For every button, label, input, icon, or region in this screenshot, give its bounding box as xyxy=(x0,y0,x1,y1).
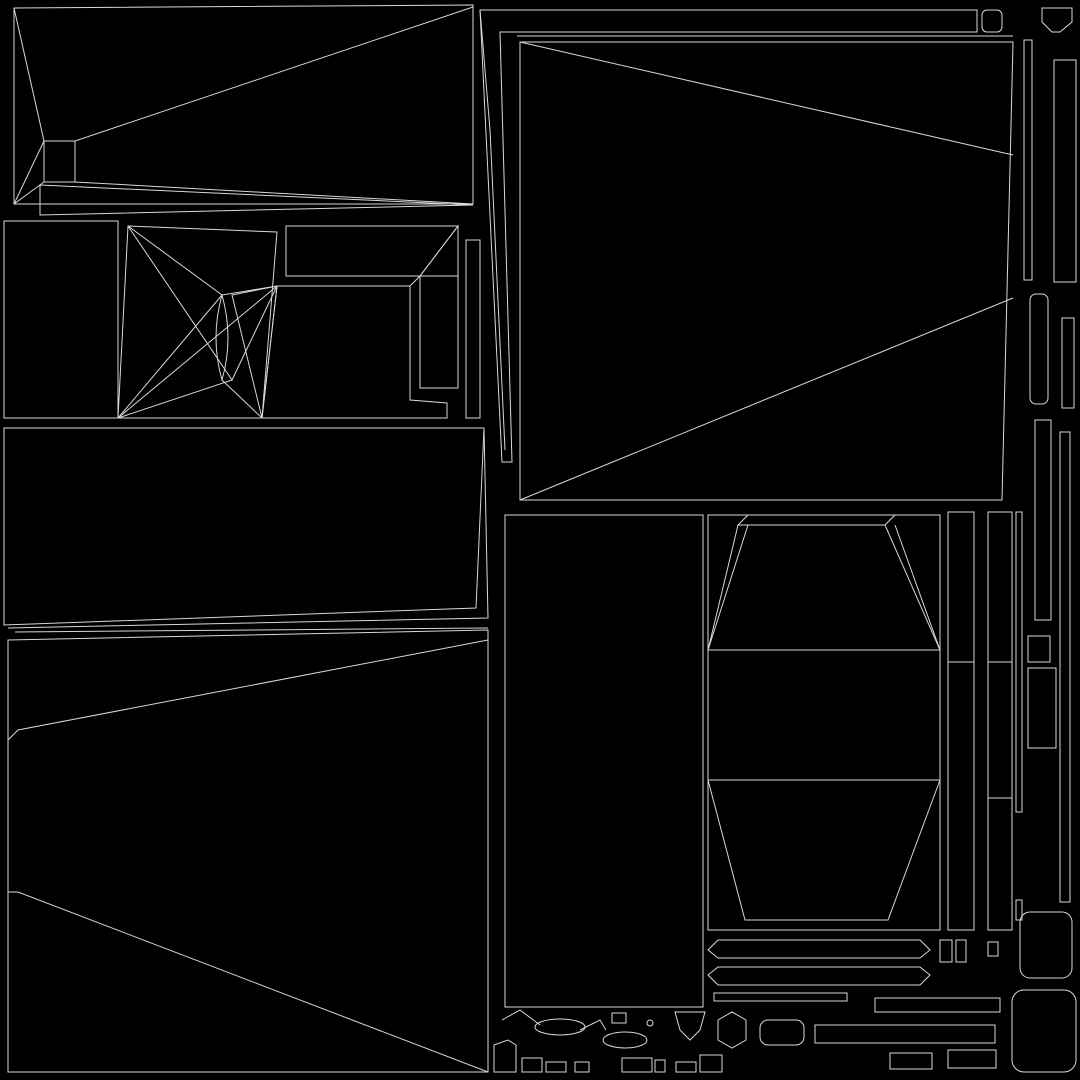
uv-island-small-parts xyxy=(493,911,1077,1073)
uv-island-top-left xyxy=(13,4,474,216)
uv-island-bottom-left xyxy=(7,627,489,1073)
uv-island-top-strip xyxy=(479,7,1073,463)
uv-island-mid-left xyxy=(3,427,489,629)
uv-island-star xyxy=(3,220,481,419)
uv-island-strips xyxy=(947,39,1077,931)
uv-island-bottom-middle xyxy=(504,514,941,1008)
uv-island-top-right xyxy=(517,35,1014,501)
